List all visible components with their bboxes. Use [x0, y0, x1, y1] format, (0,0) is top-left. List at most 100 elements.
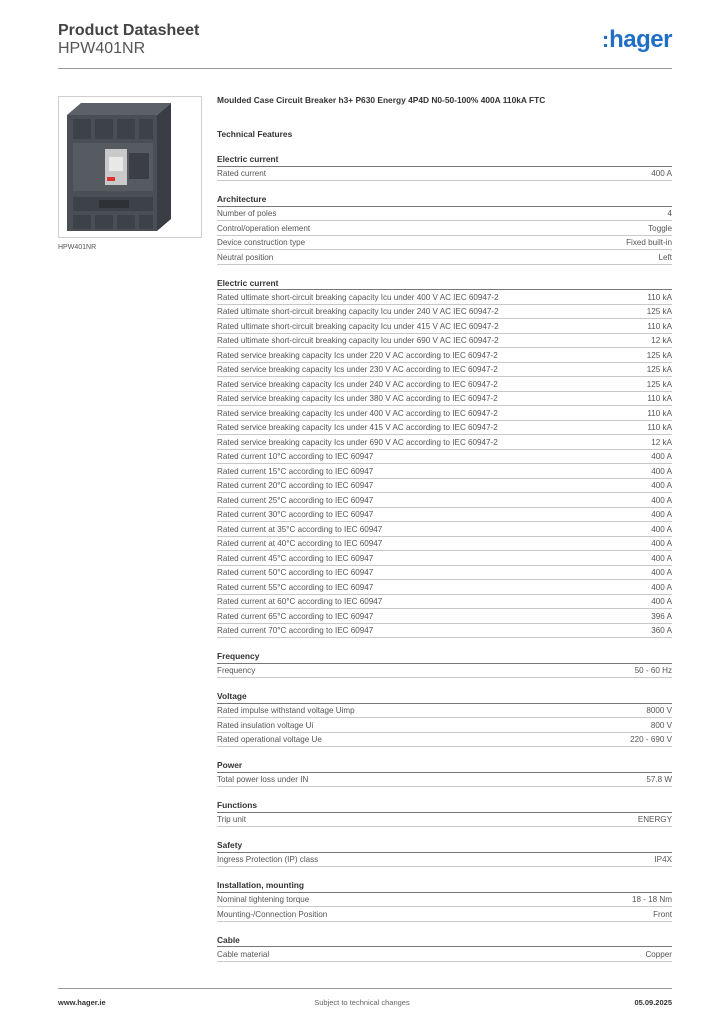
spec-row: Rated service breaking capacity Ics unde… — [217, 421, 672, 435]
section-title: Electric current — [217, 278, 672, 290]
footer-website: www.hager.ie — [58, 998, 106, 1007]
product-name: Moulded Case Circuit Breaker h3+ P630 En… — [217, 95, 546, 105]
spec-value: 125 kA — [646, 307, 672, 316]
spec-label: Rated current 55°C according to IEC 6094… — [217, 582, 374, 592]
spec-row: Rated ultimate short-circuit breaking ca… — [217, 305, 672, 319]
spec-label: Mounting-/Connection Position — [217, 909, 328, 919]
spec-label: Trip unit — [217, 815, 246, 824]
spec-value: 400 A — [651, 169, 672, 178]
spec-label: Rated insulation voltage Ui — [217, 720, 314, 730]
footer-note: Subject to technical changes — [314, 998, 410, 1007]
spec-value: 400 A — [651, 539, 672, 548]
logo-text: hager — [609, 26, 672, 53]
spec-value: 400 A — [651, 510, 672, 519]
spec-label: Rated service breaking capacity Ics unde… — [217, 379, 498, 389]
spec-label: Number of poles — [217, 209, 277, 218]
spec-value: IP4X — [654, 855, 672, 864]
spec-value: 400 A — [651, 553, 672, 563]
spec-value: 4 — [667, 209, 672, 218]
spec-row: Rated service breaking capacity Ics unde… — [217, 435, 672, 450]
spec-row: Device construction type Fixed built-in — [217, 236, 672, 250]
spec-label: Rated current 70°C according to IEC 6094… — [217, 626, 374, 635]
spec-label: Rated service breaking capacity Ics unde… — [217, 394, 498, 403]
spec-label: Rated current 20°C according to IEC 6094… — [217, 481, 374, 490]
spec-row: Rated service breaking capacity Ics unde… — [217, 348, 672, 363]
spec-row: Rated service breaking capacity Ics unde… — [217, 363, 672, 377]
spec-row: Rated current 55°C according to IEC 6094… — [217, 580, 672, 595]
spec-value: 400 A — [651, 597, 672, 606]
spec-value: 400 A — [651, 466, 672, 476]
spec-value: 110 kA — [647, 394, 672, 403]
spec-value: 50 - 60 Hz — [634, 666, 672, 675]
spec-row: Rated current 10°C according to IEC 6094… — [217, 450, 672, 464]
spec-value: 110 kA — [647, 321, 672, 331]
spec-label: Rated service breaking capacity Ics unde… — [217, 423, 498, 432]
header-divider — [58, 68, 672, 69]
spec-label: Rated service breaking capacity Ics unde… — [217, 437, 498, 447]
spec-value: 125 kA — [646, 365, 672, 374]
footer-divider — [58, 988, 672, 989]
spec-row: Rated ultimate short-circuit breaking ca… — [217, 334, 672, 348]
product-image — [58, 96, 202, 238]
spec-value: 400 A — [651, 524, 672, 534]
spec-value: 8000 V — [646, 706, 672, 715]
spec-label: Device construction type — [217, 238, 306, 247]
spec-row: Rated current 65°C according to IEC 6094… — [217, 609, 672, 624]
spec-row: Mounting-/Connection Position Front — [217, 907, 672, 922]
spec-content: Moulded Case Circuit Breaker h3+ P630 En… — [217, 95, 672, 962]
spec-value: 125 kA — [646, 379, 672, 389]
spec-row: Number of poles 4 — [217, 207, 672, 221]
spec-value: Fixed built-in — [626, 238, 672, 247]
spec-label: Rated current at 40°C according to IEC 6… — [217, 539, 383, 548]
spec-label: Neutral position — [217, 252, 274, 262]
spec-row: Rated current 50°C according to IEC 6094… — [217, 566, 672, 580]
product-code: HPW401NR — [58, 40, 146, 57]
footer-date: 05.09.2025 — [634, 998, 672, 1007]
spec-label: Rated ultimate short-circuit breaking ca… — [217, 336, 499, 345]
spec-row: Rated current at 40°C according to IEC 6… — [217, 537, 672, 551]
circuit-breaker-icon — [67, 103, 171, 231]
image-caption: HPW401NR — [58, 244, 97, 251]
spec-row: Rated service breaking capacity Ics unde… — [217, 392, 672, 406]
spec-label: Ingress Protection (IP) class — [217, 855, 319, 864]
spec-label: Rated current at 35°C according to IEC 6… — [217, 524, 383, 534]
spec-value: 360 A — [651, 626, 672, 635]
spec-value: 18 - 18 Nm — [631, 895, 672, 904]
hager-logo: :hager — [601, 26, 673, 54]
spec-row: Rated ultimate short-circuit breaking ca… — [217, 319, 672, 334]
features-title: Technical Features — [217, 129, 293, 139]
spec-value: 396 A — [651, 611, 672, 621]
spec-value: 400 A — [651, 568, 672, 577]
spec-value: Front — [653, 909, 672, 919]
spec-label: Rated ultimate short-circuit breaking ca… — [217, 307, 499, 316]
spec-label: Rated operational voltage Ue — [217, 735, 322, 744]
section-title: Electric current — [217, 154, 672, 167]
section-title: Power — [217, 760, 672, 773]
spec-value: ENERGY — [637, 815, 672, 824]
spec-row: Rated current 20°C according to IEC 6094… — [217, 479, 672, 493]
spec-label: Rated impulse withstand voltage Uimp — [217, 706, 355, 715]
section-title: Architecture — [217, 194, 672, 207]
spec-row: Rated current at 60°C according to IEC 6… — [217, 595, 672, 609]
spec-value: 400 A — [651, 481, 672, 490]
spec-row: Rated current 30°C according to IEC 6094… — [217, 508, 672, 522]
spec-value: 400 A — [651, 452, 672, 461]
section-title: Installation, mounting — [217, 880, 672, 893]
spec-value: 400 A — [651, 495, 672, 505]
logo-dots: : — [601, 27, 610, 52]
spec-row: Rated impulse withstand voltage Uimp 8000… — [217, 704, 672, 718]
page-title: Product Datasheet — [58, 22, 200, 39]
